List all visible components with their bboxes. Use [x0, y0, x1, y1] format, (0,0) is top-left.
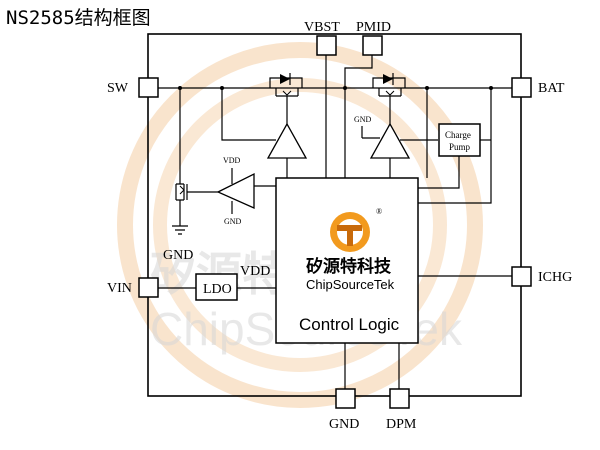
nmos-left	[175, 178, 218, 226]
pin-label-pmid: PMID	[356, 20, 391, 35]
brand-name-cn: 矽源特科技	[306, 256, 392, 277]
amplifier-upper-left	[221, 88, 308, 178]
mosfet-left	[269, 73, 303, 101]
ldo-block	[195, 273, 238, 301]
pin-label-dpm: DPM	[386, 417, 417, 432]
pin-box-vbst	[316, 35, 337, 56]
gnd-left-label: GND	[163, 248, 193, 263]
pin-label-vbst: VBST	[304, 20, 340, 35]
amp-vdd-label: VDD	[223, 156, 241, 165]
amplifier-lower-left: VDD GND	[216, 156, 276, 226]
pin-box-sw	[138, 77, 159, 98]
ldo-label: LDO	[203, 282, 232, 297]
wire-pmid-bus	[344, 55, 373, 88]
control-logic-block	[275, 177, 419, 344]
pin-box-gnd	[335, 388, 356, 409]
ground-symbol-left	[172, 225, 188, 235]
wire-bat-ctl	[418, 88, 492, 204]
pin-box-bat	[511, 77, 532, 98]
pin-label-gnd: GND	[329, 417, 359, 432]
pin-label-bat: BAT	[538, 81, 565, 96]
pin-box-pmid	[362, 35, 383, 56]
pin-box-ichg	[511, 266, 532, 287]
comp-gnd-label: GND	[354, 115, 372, 124]
pin-box-dpm	[389, 388, 410, 409]
brand-logo	[330, 212, 370, 252]
vdd-label: VDD	[240, 264, 270, 279]
pin-box-vin	[138, 277, 159, 298]
pin-label-sw: SW	[107, 81, 129, 96]
pin-label-ichg: ICHG	[538, 270, 572, 285]
chip-outline	[147, 33, 522, 397]
brand-name-en: ChipSourceTek	[306, 277, 395, 292]
control-logic-label: Control Logic	[299, 315, 400, 334]
wire-chargepump-ctl	[418, 156, 460, 189]
mosfet-right	[372, 73, 406, 101]
amp-gnd-label: GND	[224, 217, 242, 226]
page-title: NS2585结构框图	[6, 7, 151, 29]
amplifier-upper-right: GND	[354, 101, 438, 178]
pin-label-vin: VIN	[107, 281, 132, 296]
charge-pump-label-1: Charge	[445, 130, 471, 140]
charge-pump-label-2: Pump	[449, 142, 471, 152]
registered-mark: ®	[376, 207, 382, 216]
